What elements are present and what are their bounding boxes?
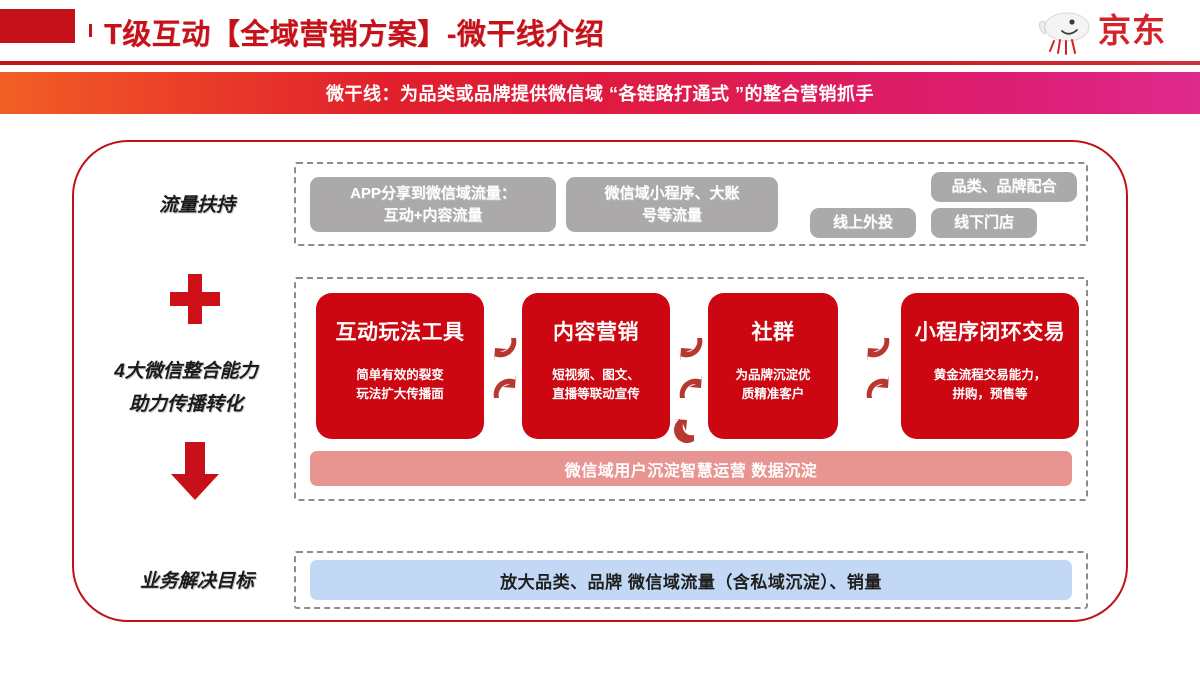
card-subtitle: 短视频、图文、 直播等联动宣传 [552, 368, 640, 401]
label-wechat-capability: 4大微信整合能力 助力传播转化 [72, 355, 300, 421]
down-arrow-icon [171, 442, 219, 500]
card-title: 小程序闭环交易 [914, 321, 1066, 344]
capability-label-line1: 4大微信整合能力 [114, 361, 258, 382]
operation-banner-text: 微信域用户沉淀智慧运营 数据沉淀 [564, 462, 818, 480]
card-title: 社群 [751, 321, 795, 344]
subtitle-text: 微干线：为品类或品牌提供微信域 “各链路打通式 ”的整合营销抓手 [326, 84, 874, 104]
header-divider [0, 61, 1200, 65]
capability-card-community[interactable]: 社群 为品牌沉淀优 质精准客户 [708, 293, 838, 439]
capability-card-miniprogram-transaction[interactable]: 小程序闭环交易 黄金流程交易能力， 拼购，预售等 [901, 293, 1079, 439]
business-goal-box[interactable]: 放大品类、品牌 微信域流量（含私域沉淀）、销量 [310, 560, 1072, 600]
subtitle-banner: 微干线：为品类或品牌提供微信域 “各链路打通式 ”的整合营销抓手 [0, 72, 1200, 114]
cycle-arrows-horizontal-icon [674, 419, 694, 443]
label-traffic-support: 流量扶持 [158, 195, 235, 216]
card-title: 互动玩法工具 [335, 321, 465, 344]
page-title: T级互动【全域营销方案】-微干线介绍 [104, 19, 605, 51]
header-accent-block [0, 9, 75, 43]
cycle-arrows-icon [679, 338, 703, 398]
card-subtitle: 黄金流程交易能力， 拼购，预售等 [933, 368, 1047, 401]
header: T级互动【全域营销方案】-微干线介绍 京东 [0, 0, 1200, 65]
jd-logo-text: 京东 [1098, 12, 1166, 49]
header-tick-mark [89, 24, 92, 37]
jd-dog-mascot-icon [1038, 12, 1090, 55]
card-title: 内容营销 [553, 321, 639, 344]
traffic-box-app-share[interactable]: APP分享到微信域流量： 互动+内容流量 [310, 177, 556, 232]
traffic-box-offline-store[interactable]: 线下门店 [931, 208, 1037, 238]
capability-group [294, 277, 1088, 501]
plus-icon [170, 274, 220, 324]
traffic-support-group [294, 162, 1088, 246]
card-subtitle: 为品牌沉淀优 质精准客户 [735, 368, 811, 401]
traffic-box-online-ads[interactable]: 线上外投 [810, 208, 916, 238]
card-subtitle: 简单有效的裂变 玩法扩大传播面 [356, 368, 444, 401]
cycle-arrows-icon [866, 338, 890, 398]
capability-card-content-marketing[interactable]: 内容营销 短视频、图文、 直播等联动宣传 [522, 293, 670, 439]
label-business-goal: 业务解决目标 [139, 571, 254, 592]
traffic-box-miniprogram[interactable]: 微信域小程序、大账 号等流量 [566, 177, 778, 232]
business-goal-text: 放大品类、品牌 微信域流量（含私域沉淀）、销量 [500, 572, 882, 592]
jd-logo: 京东 [1036, 8, 1186, 56]
capability-label-line2: 助力传播转化 [128, 394, 243, 415]
cycle-arrows-icon [493, 338, 517, 398]
business-goal-group [294, 551, 1088, 609]
traffic-box-category-brand[interactable]: 品类、品牌配合 [931, 172, 1077, 202]
operation-banner[interactable]: 微信域用户沉淀智慧运营 数据沉淀 [310, 451, 1072, 486]
capability-card-interactive-tools[interactable]: 互动玩法工具 简单有效的裂变 玩法扩大传播面 [316, 293, 484, 439]
